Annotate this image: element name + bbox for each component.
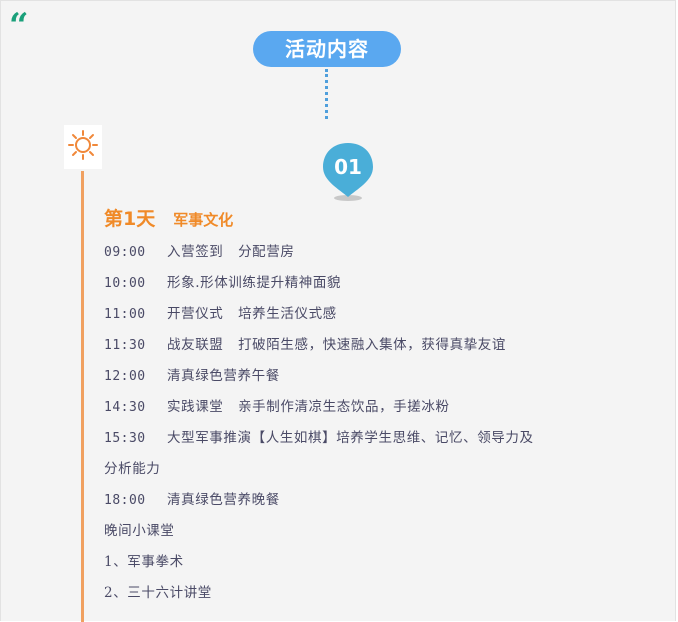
quote-mark-icon: “	[9, 6, 29, 46]
section-title: 活动内容	[253, 31, 401, 67]
schedule-text: 入营签到 分配营房	[167, 244, 295, 260]
day-heading: 第1天军事文化	[104, 204, 233, 231]
day-label: 第1天	[104, 208, 156, 230]
sun-icon-box	[64, 125, 102, 169]
schedule-list: 09:00 入营签到 分配营房 10:00 形象.形体训练提升精神面貌 11:00 开营仪…	[104, 237, 664, 609]
schedule-item: 分析能力	[104, 454, 664, 485]
schedule-item: 10:00 形象.形体训练提升精神面貌	[104, 268, 664, 299]
pin-number: 01	[334, 155, 362, 179]
day-theme: 军事文化	[173, 211, 234, 229]
location-pin-icon: 01	[319, 139, 377, 207]
schedule-item: 2、三十六计讲堂	[104, 578, 664, 609]
schedule-item: 11:30 战友联盟 打破陌生感，快速融入集体，获得真挚友谊	[104, 330, 664, 361]
schedule-text: 大型军事推演【人生如棋】培养学生思维、记忆、领导力及	[167, 430, 534, 446]
pin-shadow	[334, 195, 362, 201]
schedule-text: 清真绿色营养午餐	[167, 368, 280, 384]
schedule-time: 11:30	[104, 338, 146, 353]
schedule-item: 11:00 开营仪式 培养生活仪式感	[104, 299, 664, 330]
schedule-text: 开营仪式 培养生活仪式感	[167, 306, 337, 322]
schedule-item: 晚间小课堂	[104, 516, 664, 547]
schedule-time: 10:00	[104, 276, 146, 291]
schedule-text: 清真绿色营养晚餐	[167, 492, 280, 508]
schedule-text: 分析能力	[104, 461, 161, 477]
schedule-time: 18:00	[104, 493, 146, 508]
schedule-item: 14:30 实践课堂 亲手制作清凉生态饮品，手搓冰粉	[104, 392, 664, 423]
timeline-line	[81, 171, 84, 622]
pin-body	[323, 143, 373, 197]
schedule-text: 形象.形体训练提升精神面貌	[167, 275, 342, 291]
schedule-item: 18:00 清真绿色营养晚餐	[104, 485, 664, 516]
schedule-time: 15:30	[104, 431, 146, 446]
schedule-text: 晚间小课堂	[104, 523, 175, 539]
sun-icon	[68, 130, 98, 160]
schedule-item: 12:00 清真绿色营养午餐	[104, 361, 664, 392]
schedule-time: 14:30	[104, 400, 146, 415]
schedule-text: 战友联盟 打破陌生感，快速融入集体，获得真挚友谊	[167, 337, 506, 353]
schedule-text: 1、军事拳术	[104, 554, 184, 570]
schedule-time: 09:00	[104, 245, 146, 260]
schedule-time: 11:00	[104, 307, 146, 322]
schedule-text: 2、三十六计讲堂	[104, 585, 212, 601]
dotted-connector	[325, 69, 328, 119]
schedule-time: 12:00	[104, 369, 146, 384]
schedule-item: 1、军事拳术	[104, 547, 664, 578]
schedule-item: 15:30 大型军事推演【人生如棋】培养学生思维、记忆、领导力及	[104, 423, 664, 454]
schedule-item: 09:00 入营签到 分配营房	[104, 237, 664, 268]
schedule-text: 实践课堂 亲手制作清凉生态饮品，手搓冰粉	[167, 399, 450, 415]
